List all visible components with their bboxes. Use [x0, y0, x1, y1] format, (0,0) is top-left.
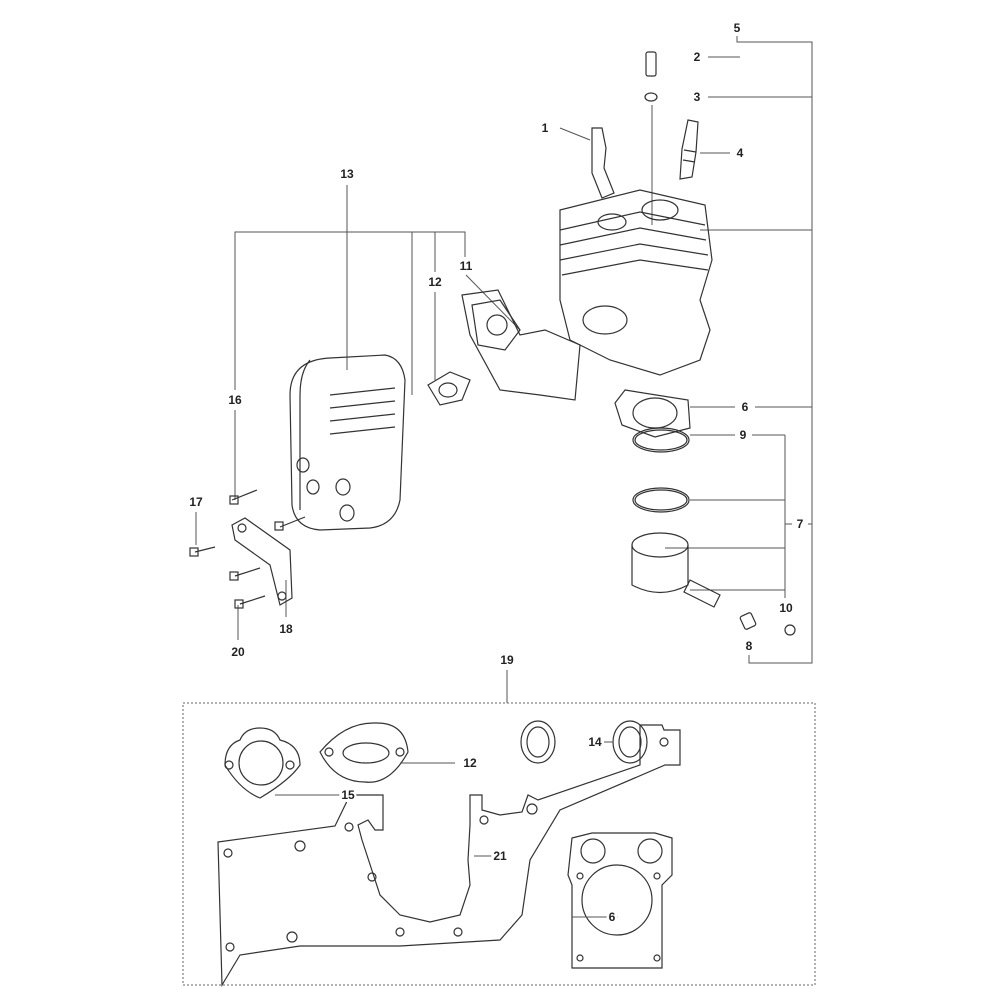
washer — [644, 92, 658, 102]
kit-oil-seal-14 — [612, 720, 648, 764]
kit-gasket-15 — [224, 727, 301, 799]
needle-bearing — [739, 612, 757, 630]
callout-9: 9 — [737, 428, 749, 442]
muffler — [289, 354, 406, 531]
callout-18: 18 — [277, 622, 295, 636]
kit-callout-15: 15 — [339, 788, 357, 802]
piston — [631, 532, 689, 594]
callout-13: 13 — [338, 167, 356, 181]
callout-1: 1 — [539, 121, 551, 135]
piston-pin — [683, 579, 721, 608]
callout-7: 7 — [794, 517, 806, 531]
callout-3: 3 — [691, 90, 703, 104]
decompression-valve — [591, 127, 615, 199]
cylinder — [559, 189, 713, 376]
kit-callout-21: 21 — [491, 849, 509, 863]
callout-12: 12 — [426, 275, 444, 289]
kit-callout-14: 14 — [586, 735, 604, 749]
leader-lines — [195, 36, 813, 703]
callout-19: 19 — [498, 653, 516, 667]
muffler-bracket — [231, 517, 293, 606]
screws — [189, 489, 306, 609]
screw — [645, 51, 657, 77]
callout-16: 16 — [226, 393, 244, 407]
callout-11: 11 — [457, 259, 475, 273]
circlip — [784, 624, 796, 636]
callout-5: 5 — [731, 21, 743, 35]
callout-6: 6 — [739, 400, 751, 414]
muffler-gasket — [427, 299, 521, 406]
kit-callout-6: 6 — [606, 910, 618, 924]
gasket-kit-box — [182, 702, 816, 986]
callout-4: 4 — [734, 146, 746, 160]
piston-ring — [632, 427, 690, 453]
piston-ring — [632, 487, 690, 513]
callout-20: 20 — [229, 645, 247, 659]
kit-gasket-12 — [319, 722, 409, 783]
kit-leaders — [275, 741, 618, 918]
callout-2: 2 — [691, 50, 703, 64]
kit-callout-12: 12 — [461, 756, 479, 770]
kit-oil-seal — [520, 720, 556, 764]
kit-cylinder-gasket-6 — [567, 832, 673, 969]
callout-8: 8 — [743, 639, 755, 653]
kit-crankcase-gasket-21 — [217, 724, 681, 988]
spark-plug — [679, 119, 699, 180]
callout-10: 10 — [777, 601, 795, 615]
callout-17: 17 — [187, 495, 205, 509]
